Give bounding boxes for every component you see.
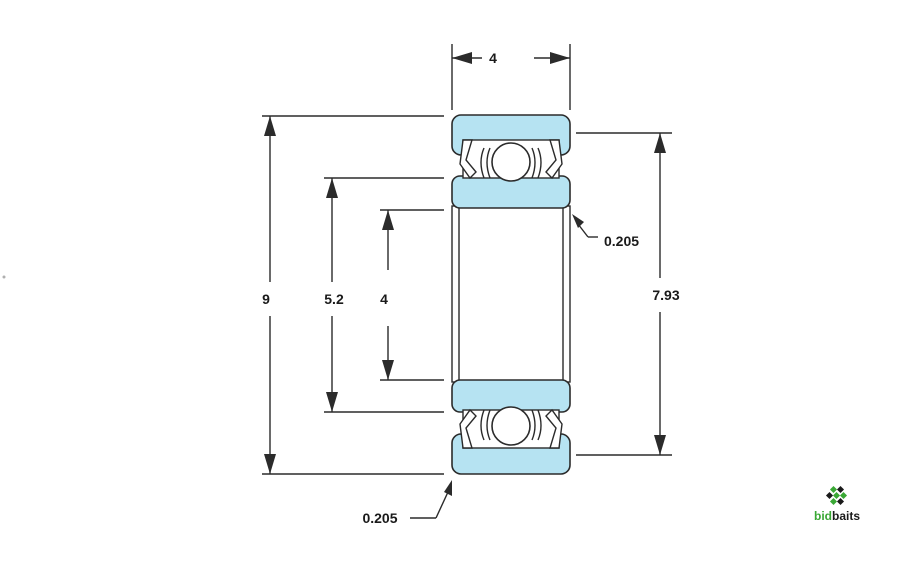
dimension-bore-diameter: 4 bbox=[380, 209, 444, 381]
cage-left-top bbox=[480, 147, 485, 179]
arrow-left bbox=[452, 52, 472, 64]
bearing-cross-section bbox=[451, 114, 571, 475]
dimension-outer-diameter: 9 bbox=[262, 115, 444, 475]
chamfer-outer-arrow bbox=[572, 214, 584, 228]
cage-right-bottom bbox=[537, 409, 542, 441]
gd-arrow-top bbox=[326, 178, 338, 198]
cage-right-top bbox=[537, 147, 542, 179]
arrow-right bbox=[550, 52, 570, 64]
od-arrow-top bbox=[264, 116, 276, 136]
sd-arrow-bottom bbox=[654, 435, 666, 455]
outer-diameter-label: 9 bbox=[262, 291, 270, 307]
width-label: 4 bbox=[489, 50, 497, 66]
ball-bottom bbox=[491, 406, 531, 446]
logo-suffix: baits bbox=[832, 509, 860, 523]
shield-right-bottom bbox=[545, 408, 563, 449]
bearing-bore bbox=[451, 205, 571, 383]
gd-arrow-bottom bbox=[326, 392, 338, 412]
chamfer-inner-label: 0.205 bbox=[362, 510, 397, 526]
chamfer-inner-leader-2 bbox=[435, 491, 449, 519]
dimension-width: 4 bbox=[451, 44, 571, 110]
bore-diameter-label: 4 bbox=[380, 291, 388, 307]
bd-arrow-bottom bbox=[382, 360, 394, 380]
od-arrow-bottom bbox=[264, 454, 276, 474]
groove-diameter-label: 5.2 bbox=[324, 291, 344, 307]
brand-logo: bidbaits bbox=[814, 485, 860, 523]
dimension-shoulder-diameter: 7.93 bbox=[576, 132, 680, 456]
shoulder-diameter-label: 7.93 bbox=[652, 287, 679, 303]
logo-diamond-icon bbox=[825, 485, 848, 506]
cage-left-bottom-2 bbox=[486, 409, 491, 441]
sd-arrow-top bbox=[654, 133, 666, 153]
chamfer-inner-arrow bbox=[444, 480, 452, 496]
callout-chamfer-inner: 0.205 bbox=[362, 480, 452, 526]
logo-prefix: bid bbox=[814, 509, 832, 523]
bd-arrow-top bbox=[382, 210, 394, 230]
cage-left-bottom bbox=[480, 409, 485, 441]
dimension-groove-diameter: 5.2 bbox=[324, 177, 444, 413]
chamfer-outer-label: 0.205 bbox=[604, 233, 639, 249]
shield-left-bottom bbox=[459, 408, 477, 449]
cage-right-top-2 bbox=[531, 147, 536, 179]
stray-dot bbox=[2, 275, 6, 279]
shield-right-top bbox=[545, 139, 563, 180]
cage-right-bottom-2 bbox=[531, 409, 536, 441]
cage-left-top-2 bbox=[486, 147, 491, 179]
logo-wordmark: bidbaits bbox=[814, 509, 860, 523]
shield-left-top bbox=[459, 139, 477, 180]
ball-top bbox=[491, 142, 531, 182]
callout-chamfer-outer: 0.205 bbox=[572, 214, 639, 249]
